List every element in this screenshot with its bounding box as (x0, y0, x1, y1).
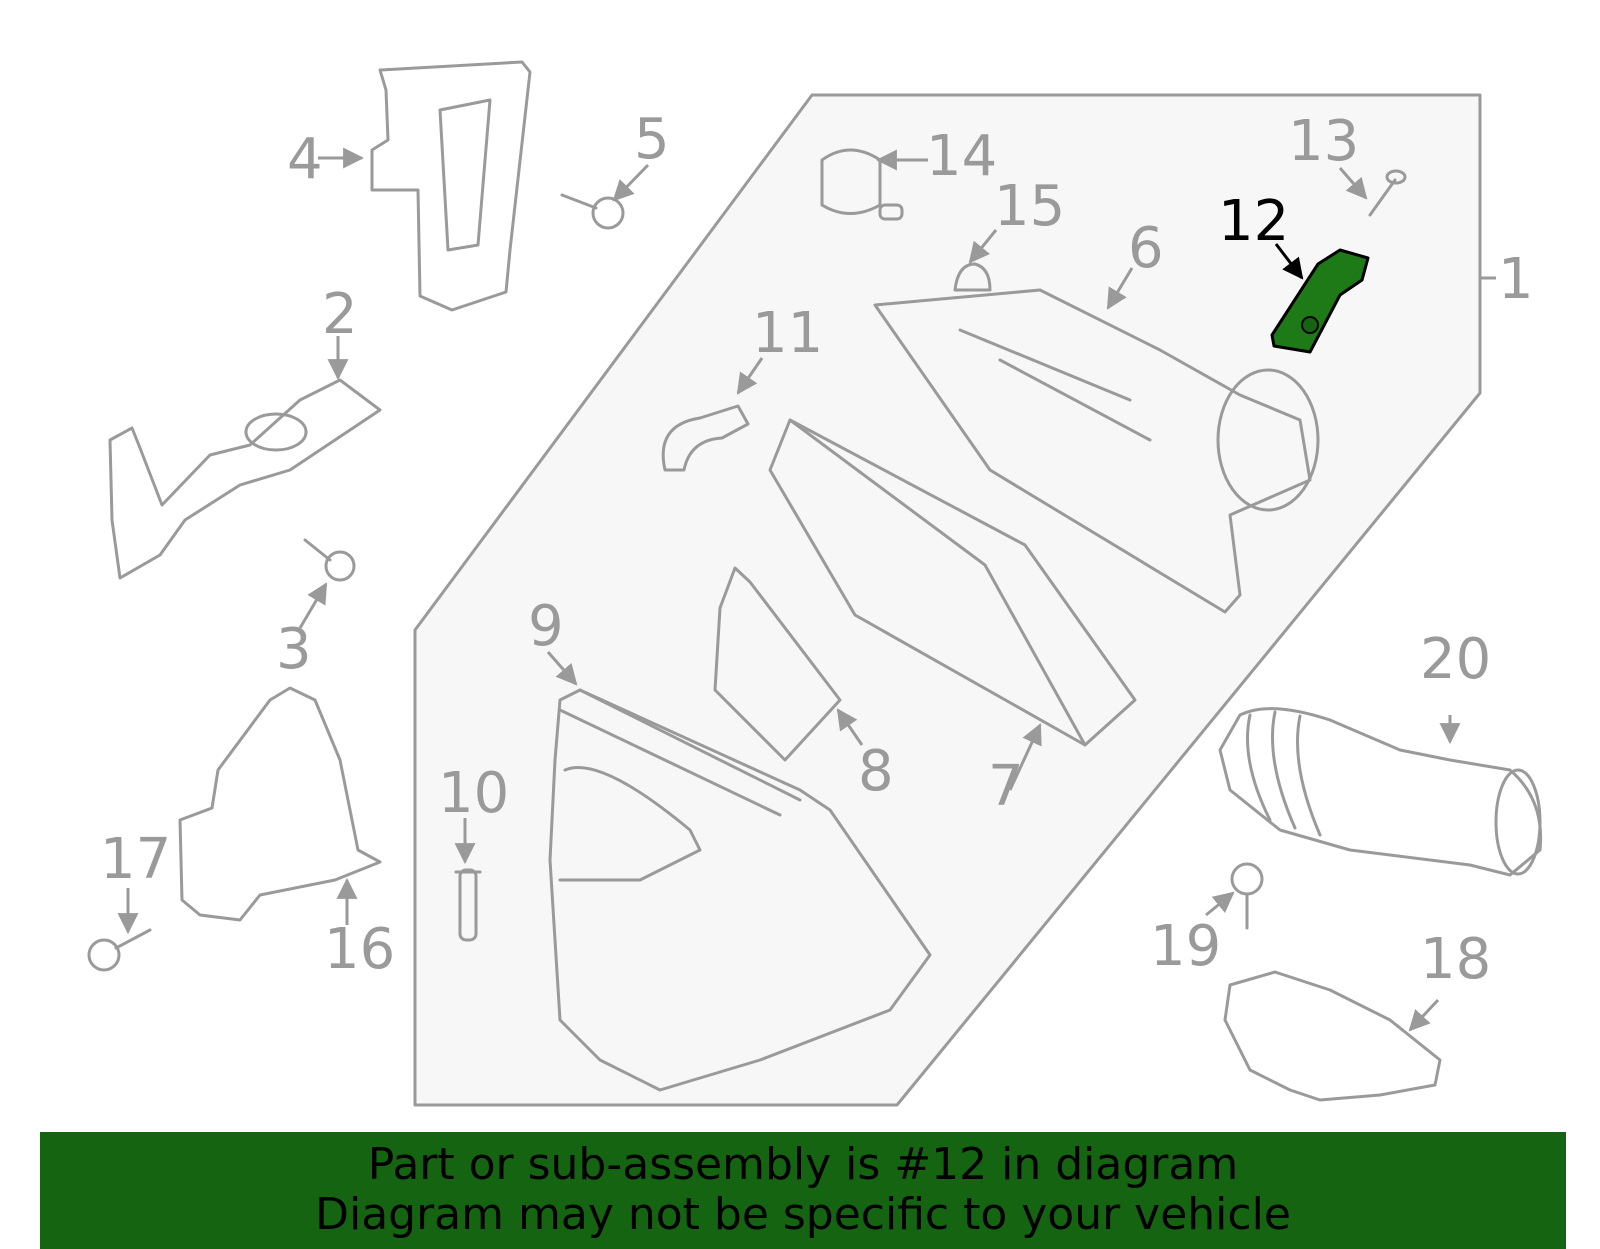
callout-11: 11 (752, 301, 823, 366)
part-20-intake-hose (1218, 707, 1543, 877)
part-7-filter (768, 418, 1137, 747)
part-11-clip (661, 404, 750, 472)
callout-13: 13 (1288, 109, 1359, 174)
part-4-bracket (370, 60, 532, 312)
callout-2: 2 (322, 282, 358, 347)
part-10-stud (454, 868, 482, 942)
part-12-sensor[interactable] (1270, 248, 1370, 354)
part-2-bracket (108, 378, 382, 580)
part-13-screw (1368, 169, 1407, 217)
part-8-baffle (713, 566, 842, 762)
part-19-bolt (1230, 862, 1264, 930)
info-banner: Part or sub-assembly is #12 in diagram D… (40, 1132, 1566, 1249)
callout-1: 1 (1498, 247, 1534, 312)
callout-14: 14 (926, 124, 997, 189)
banner-line-part: Part or sub-assembly is #12 in diagram (367, 1139, 1239, 1190)
callout-7: 7 (988, 754, 1024, 819)
part-16-duct (178, 686, 382, 922)
callout-10: 10 (438, 761, 509, 826)
callout-8: 8 (858, 739, 894, 804)
part-9-lower-housing (548, 688, 932, 1092)
callout-5: 5 (634, 107, 670, 172)
part-3-bolt (303, 538, 356, 582)
callout-19: 19 (1150, 914, 1221, 979)
callout-4: 4 (287, 127, 323, 192)
part-6-upper-housing (873, 288, 1320, 614)
banner-line-disclaimer: Diagram may not be specific to your vehi… (315, 1189, 1291, 1240)
callout-17: 17 (100, 827, 171, 892)
assembly-panel (413, 93, 1482, 1107)
part-18-duct (1223, 970, 1442, 1102)
callout-16: 16 (324, 917, 395, 982)
part-2-mount-ring (244, 412, 308, 452)
callout-6: 6 (1128, 216, 1164, 281)
callout-20: 20 (1420, 627, 1491, 692)
callout-18: 18 (1420, 927, 1491, 992)
part-14-grommet (820, 148, 904, 221)
callout-15: 15 (994, 174, 1065, 239)
callout-12[interactable]: 12 (1218, 189, 1289, 254)
part-17-bolt (87, 928, 152, 972)
leaders (117, 147, 1461, 1032)
part-5-bolt (560, 193, 625, 230)
callout-9: 9 (528, 594, 564, 659)
callout-3: 3 (276, 617, 312, 682)
part-15-plug (953, 262, 992, 292)
